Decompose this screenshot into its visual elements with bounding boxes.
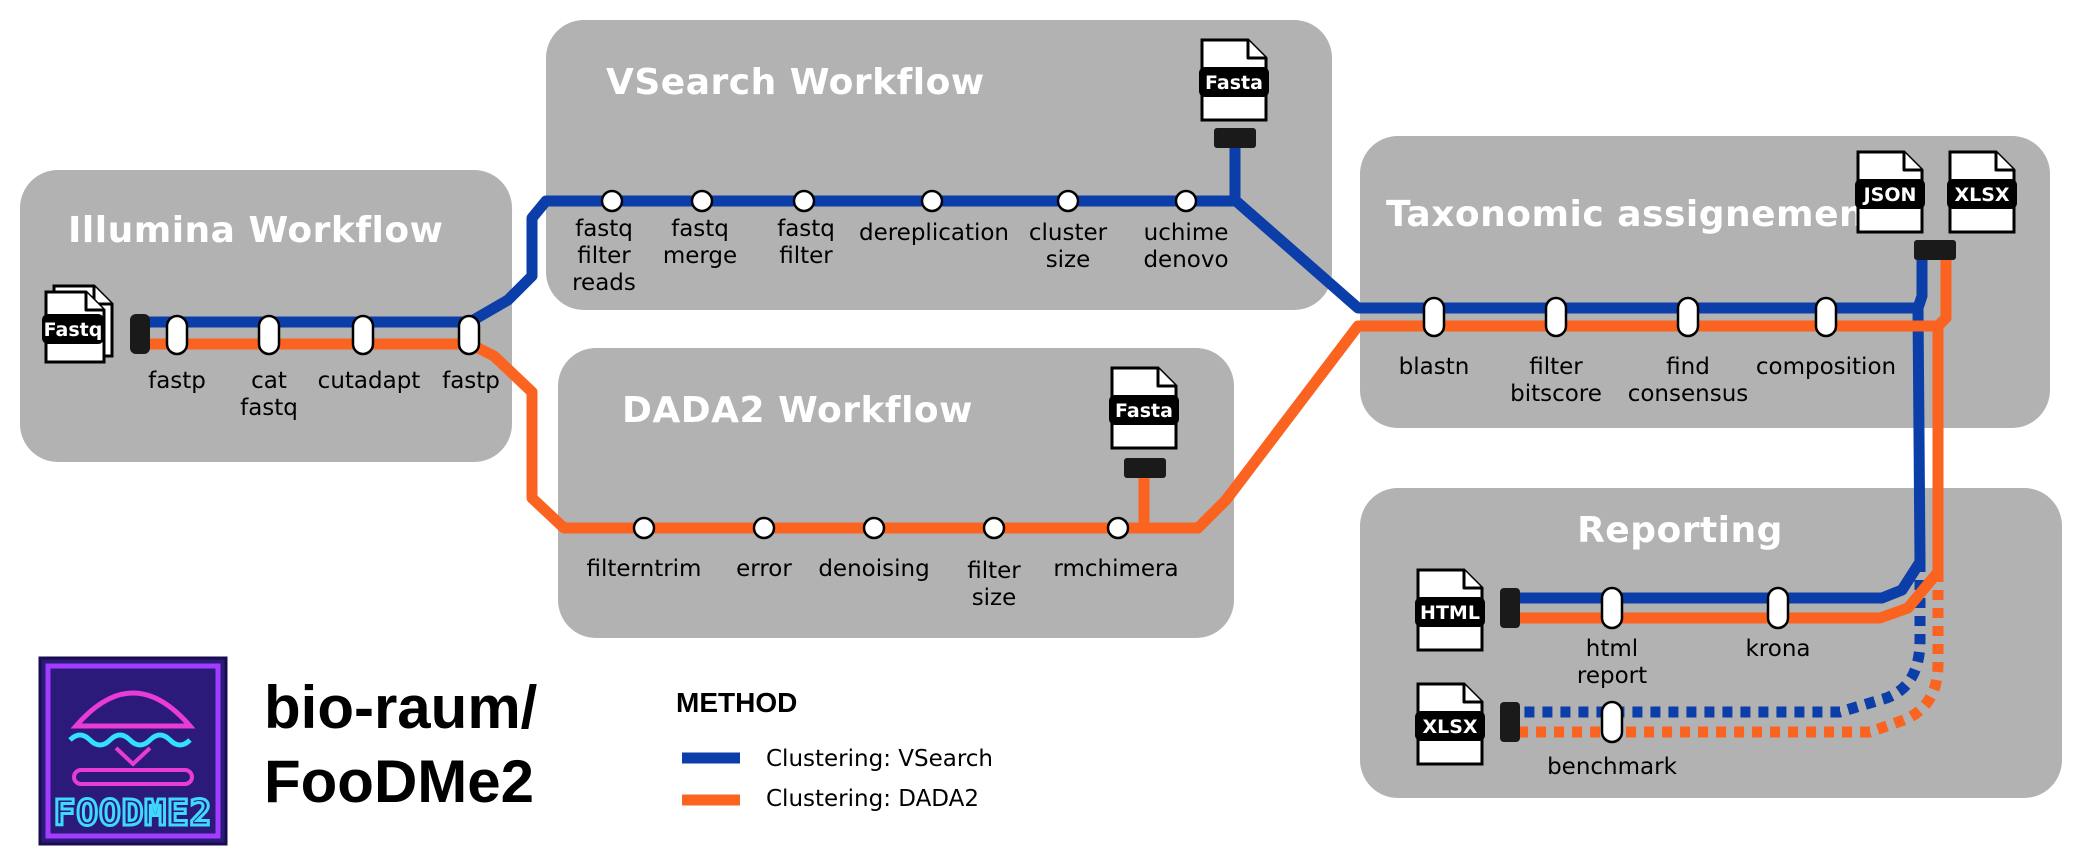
panel-vsearch [546,20,1332,310]
legend-heading: METHOD [676,687,797,718]
vsearch-taxonomy-branch [1912,246,1928,314]
vsearch-fasta-terminal [1214,128,1256,148]
station-vs-filter-reads [600,189,624,213]
step-label-rp-krona: krona [1745,636,1810,662]
file-label-vsearch-fasta: Fasta [1205,72,1263,94]
step-label-tx-blastn: blastn [1399,354,1470,380]
panels [20,20,2062,798]
terminals [130,128,1956,742]
stations [165,189,1838,744]
legend: METHOD Clustering: VSearch Clustering: D… [676,687,993,812]
step-label-d2-rmchimera: rmchimera [1053,556,1178,582]
step-label-d2-filterntrim: filterntrim [587,556,702,582]
file-label-xlsx-reporting: XLSX [1422,716,1477,738]
station-illumina-cat [257,314,281,356]
panel-dada2 [558,348,1234,638]
station-tx-find-consensus [1676,296,1700,338]
illumina-start-terminal [130,314,150,354]
step-label-illumina-fastp1: fastp [148,368,206,394]
burger-cheese-icon [114,746,152,767]
panel-title-illumina: Illumina Workflow [68,210,443,251]
brand-title-line1: bio-raum/ [264,674,538,741]
legend-label-dada2: Clustering: DADA2 [766,786,979,812]
metro-lines [134,134,1952,738]
station-vs-filter [792,189,816,213]
dada2-taxonomy-branch [1932,246,1952,332]
file-label-dada2-fasta: Fasta [1115,400,1173,422]
station-illumina-cutadapt [351,314,375,356]
file-label-json: JSON [1862,184,1917,206]
file-icon-fastq: Fastq [42,284,114,364]
html-output-terminal [1500,588,1520,628]
dada2-route [134,320,1944,624]
station-d2-filter-size [982,516,1006,540]
station-illumina-fastp2 [457,314,481,356]
station-vs-cluster-size [1056,189,1080,213]
legend-label-vsearch: Clustering: VSearch [766,746,993,772]
file-label-html: HTML [1420,602,1480,624]
file-icon-xlsx-reporting: XLSX [1415,682,1485,766]
burger-bun-bottom-icon [72,768,194,786]
station-d2-denoising [862,516,886,540]
foodme2-logo: FOODME2 [38,656,228,846]
station-d2-filterntrim [632,516,656,540]
panel-title-taxonomy: Taxonomic assignement [1386,194,1883,235]
station-illumina-fastp1 [165,314,189,356]
panel-title-reporting: Reporting [1577,510,1783,551]
logo-background [38,656,228,846]
station-rp-krona [1766,586,1790,630]
dada2-fasta-terminal [1124,458,1166,478]
file-label-xlsx-taxonomy: XLSX [1954,184,2009,206]
station-tx-blastn [1422,296,1446,338]
step-label-rp-benchmark: benchmark [1547,754,1678,780]
step-label-d2-error: error [736,556,792,582]
brand-title-line2: FooDMe2 [264,748,534,815]
station-rp-benchmark [1600,700,1624,744]
panel-title-vsearch: VSearch Workflow [606,62,985,103]
xlsx-output-terminal [1500,702,1520,742]
station-vs-merge [690,189,714,213]
file-label-fastq: Fastq [44,319,103,341]
dada2-benchmark-route [1510,572,1944,738]
logo-text: FOODME2 [54,793,213,834]
logo-neon-frame [45,663,221,839]
step-label-tx-composition: composition [1756,354,1896,380]
step-label-d2-denoising: denoising [818,556,929,582]
station-rp-html-report [1600,586,1624,630]
burger-bun-top-icon [70,690,196,729]
panel-reporting [1360,488,2062,798]
station-d2-rmchimera [1106,516,1130,540]
file-icon-dada2-fasta: Fasta [1109,366,1179,450]
file-icon-xlsx-taxonomy: XLSX [1947,150,2017,234]
station-tx-filter-bitscore [1544,296,1568,338]
station-vs-uchime [1174,189,1198,213]
burger-lettuce-icon [68,732,192,748]
taxonomy-output-terminal [1914,240,1956,260]
step-label-illumina-fastp2: fastp [442,368,500,394]
station-vs-dereplication [920,189,944,213]
file-icon-vsearch-fasta: Fasta [1199,38,1269,122]
file-icon-html: HTML [1415,568,1485,652]
station-tx-composition [1814,296,1838,338]
step-label-illumina-cutadapt: cutadapt [318,368,421,394]
step-label-vs-dereplication: dereplication [859,220,1009,246]
file-icon-json: JSON [1855,150,1925,234]
panel-title-dada2: DADA2 Workflow [622,390,973,431]
station-d2-error [752,516,776,540]
